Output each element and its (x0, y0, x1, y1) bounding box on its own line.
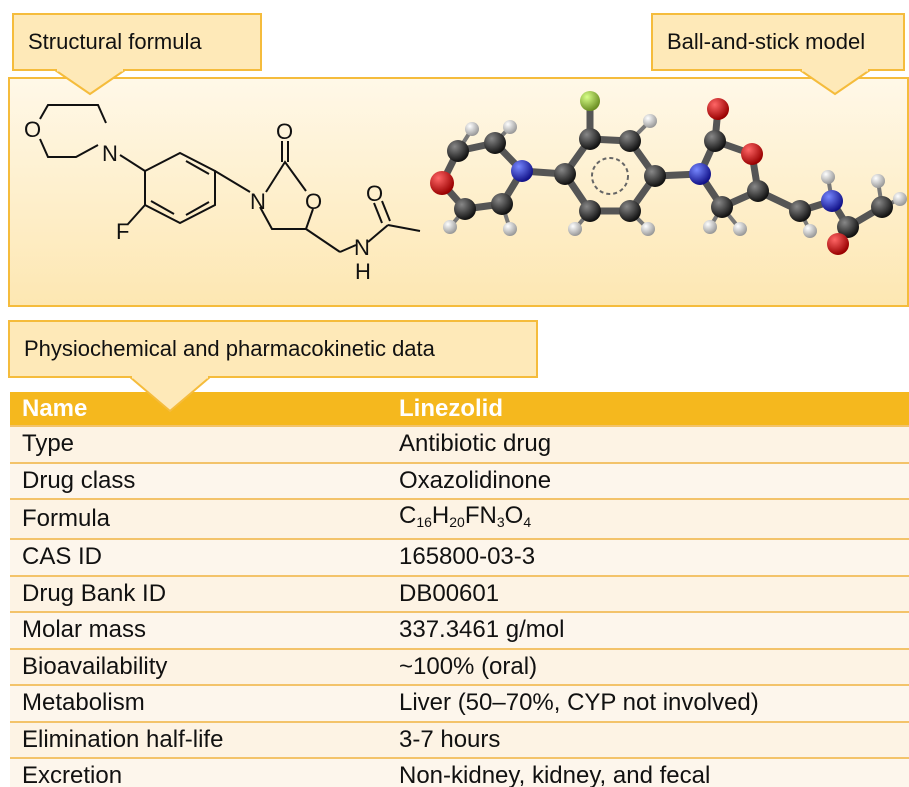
row-label: Drug class (10, 461, 387, 499)
row-value-formula: C16H20FN3O4 (387, 498, 909, 539)
table-row: Formula C16H20FN3O4 (10, 498, 909, 539)
formula-o: O (504, 502, 524, 529)
callout-ball-stick-pointer (800, 68, 870, 96)
row-value: 165800-03-3 (387, 538, 909, 576)
row-value: 337.3461 g/mol (387, 611, 909, 649)
callout-structural-pointer (55, 68, 125, 96)
row-value: Liver (50–70%, CYP not involved) (387, 684, 909, 722)
formula-o-count: 4 (523, 514, 532, 530)
header-value: Linezolid (387, 392, 909, 426)
row-label: Formula (10, 498, 387, 539)
atom-carbonyl-o: O (276, 119, 293, 144)
row-label: Type (10, 425, 387, 463)
atom-ox-n: N (250, 189, 266, 214)
callout-physio-label: Physiochemical and pharmacokinetic data (24, 336, 435, 361)
formula-n-count: 3 (496, 514, 505, 530)
atom-fluorine: F (116, 219, 129, 244)
table-row: Elimination half-life 3-7 hours (10, 720, 909, 758)
atom-acetyl-o: O (366, 181, 383, 206)
row-label: CAS ID (10, 538, 387, 576)
atom-amide-h: H (355, 259, 371, 284)
structure-panel: O N F N O O O N H (8, 77, 909, 307)
table-row: Drug Bank ID DB00601 (10, 574, 909, 612)
table-row: Drug class Oxazolidinone (10, 461, 909, 499)
row-label: Metabolism (10, 684, 387, 722)
table-row: CAS ID 165800-03-3 (10, 538, 909, 576)
ball-stick-model (430, 91, 907, 255)
row-value: DB00601 (387, 574, 909, 612)
formula-fn: FN (464, 502, 497, 529)
skeletal-formula (39, 104, 421, 253)
atom-ring-o: O (305, 189, 322, 214)
row-value: Oxazolidinone (387, 461, 909, 499)
row-value: Non-kidney, kidney, and fecal (387, 757, 909, 787)
formula-c-count: 16 (416, 514, 432, 530)
row-label: Excretion (10, 757, 387, 787)
row-value: 3-7 hours (387, 720, 909, 758)
callout-physio-pointer (130, 375, 210, 413)
structure-svg: O N F N O O O N H (24, 91, 907, 284)
row-value: ~100% (oral) (387, 647, 909, 685)
data-table: Name Linezolid Type Antibiotic drug Drug… (10, 392, 909, 787)
callout-structural-label: Structural formula (28, 29, 202, 54)
callout-physio: Physiochemical and pharmacokinetic data (8, 320, 538, 378)
formula-h: H (431, 502, 450, 529)
callout-ball-stick: Ball-and-stick model (651, 13, 905, 71)
table-row: Type Antibiotic drug (10, 425, 909, 463)
callout-structural-formula: Structural formula (12, 13, 262, 71)
row-label: Drug Bank ID (10, 574, 387, 612)
atom-morph-n: N (102, 141, 118, 166)
table-header-row: Name Linezolid (10, 392, 909, 426)
table-row: Excretion Non-kidney, kidney, and fecal (10, 757, 909, 787)
row-value: Antibiotic drug (387, 425, 909, 463)
table-row: Bioavailability ~100% (oral) (10, 647, 909, 685)
row-label: Elimination half-life (10, 720, 387, 758)
row-label: Molar mass (10, 611, 387, 649)
row-label: Bioavailability (10, 647, 387, 685)
atom-amide-n: N (354, 235, 370, 260)
callout-ball-stick-label: Ball-and-stick model (667, 29, 866, 54)
formula-c: C (399, 502, 417, 529)
atom-morph-o: O (24, 117, 41, 142)
header-name: Name (10, 392, 387, 426)
formula-h-count: 20 (449, 514, 465, 530)
skeletal-atom-labels: O N F N O O O N H (24, 117, 383, 284)
table-row: Molar mass 337.3461 g/mol (10, 611, 909, 649)
data-table-wrap: Name Linezolid Type Antibiotic drug Drug… (10, 392, 909, 787)
table-row: Metabolism Liver (50–70%, CYP not involv… (10, 684, 909, 722)
